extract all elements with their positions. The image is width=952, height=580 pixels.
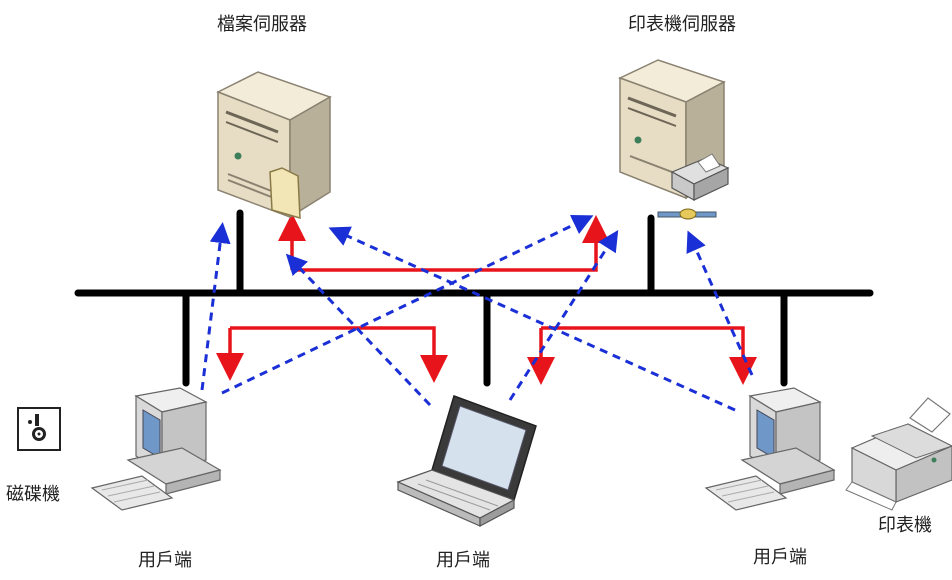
printer-icon [845, 397, 952, 511]
desktop-computer-icon [704, 387, 836, 511]
label-disk-drive: 磁碟機 [6, 484, 60, 505]
label-file-server: 檔案伺服器 [217, 14, 307, 35]
label-print-server: 印表機伺服器 [628, 14, 736, 35]
label-client-middle: 用戶端 [436, 550, 490, 571]
label-client-right: 用戶端 [753, 547, 807, 568]
dash-left-to-fileserver [200, 222, 231, 391]
dash-laptop-to-fileserver [285, 253, 432, 407]
solid-arrows [216, 213, 757, 385]
dash-right-to-fileserver [328, 226, 736, 412]
arrow-fileserver-to-printserver [292, 215, 610, 272]
server-tower-folder-icon [216, 71, 332, 220]
laptop-icon [396, 395, 537, 527]
arrow-left-to-middle [230, 326, 448, 383]
dash-laptop-to-printserver [508, 229, 619, 401]
desktop-computer-icon [90, 387, 222, 511]
label-printer: 印表機 [878, 515, 932, 536]
label-client-left: 用戶端 [138, 550, 192, 571]
dash-left-to-printserver [221, 214, 594, 395]
network-backbone [74, 209, 874, 387]
dashed-arrows [200, 214, 754, 412]
server-tower-printer-icon [618, 59, 730, 220]
dash-right-to-printserver [686, 230, 754, 376]
arrow-middle-to-right [541, 326, 757, 385]
floppy-disk-icon [17, 407, 61, 451]
